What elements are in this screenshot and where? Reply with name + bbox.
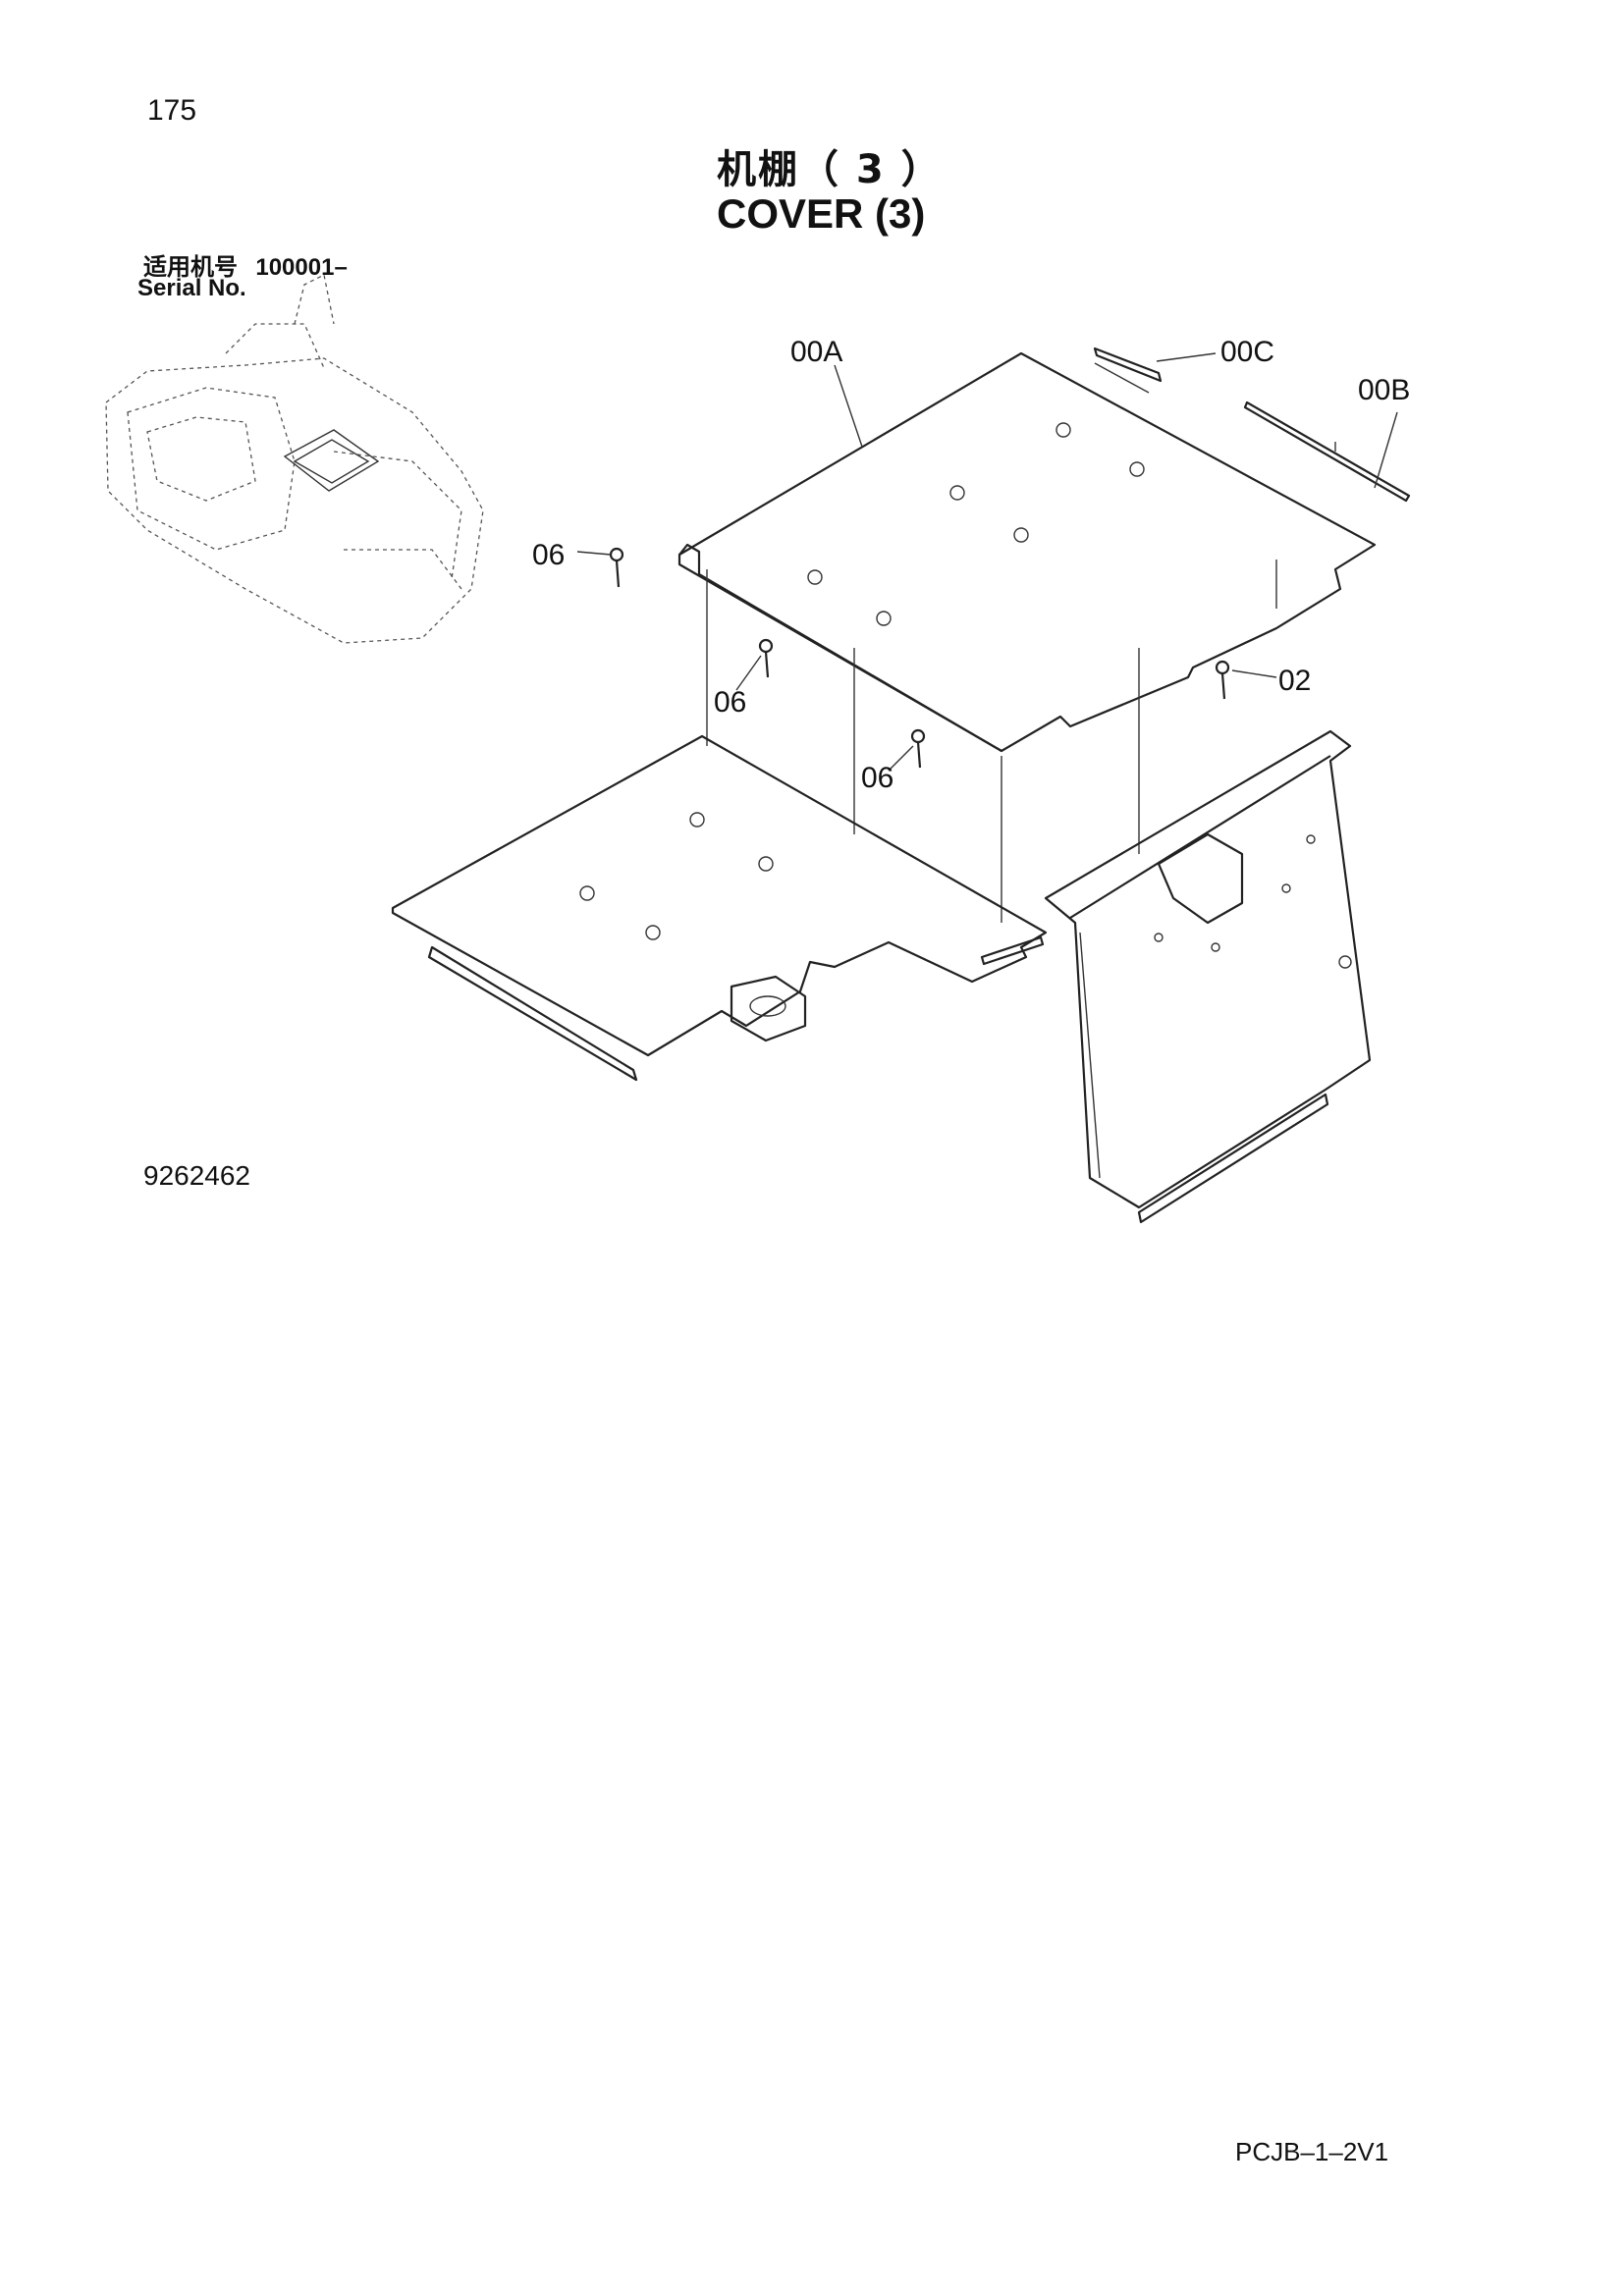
excavator-thumbnail-icon [105, 274, 484, 644]
callout-06-lower: 06 [861, 762, 893, 794]
leader-lines [576, 352, 1398, 772]
assembly-guide-lines [706, 362, 1336, 923]
cover-panel-00A [677, 351, 1377, 753]
seal-strip-00C [1093, 347, 1163, 383]
bolt-icons [609, 547, 1230, 769]
diagram-number: 9262462 [143, 1160, 251, 1191]
callout-00B: 00B [1358, 374, 1410, 406]
page-code: PCJB–1–2V1 [1235, 2137, 1389, 2166]
serial-label-english: Serial No. [137, 275, 246, 301]
callout-00C: 00C [1220, 336, 1274, 368]
serial-label-chinese: 适用机号 100001– [143, 247, 348, 282]
seal-strip-00B [1243, 400, 1411, 503]
page-title-chinese: 机棚（ 3 ） [717, 147, 943, 192]
callout-02: 02 [1278, 665, 1311, 697]
callout-00A: 00A [790, 336, 842, 368]
callout-06-upper: 06 [532, 539, 565, 571]
side-panel [1044, 729, 1372, 1224]
callout-06-middle: 06 [714, 686, 746, 719]
serial-number-value: 100001– [255, 254, 348, 281]
page-title-english: COVER (3) [717, 190, 926, 237]
floor-plate [391, 734, 1048, 1082]
serial-label-cn-text: 适用机号 [143, 253, 238, 281]
page-number: 175 [147, 94, 197, 127]
